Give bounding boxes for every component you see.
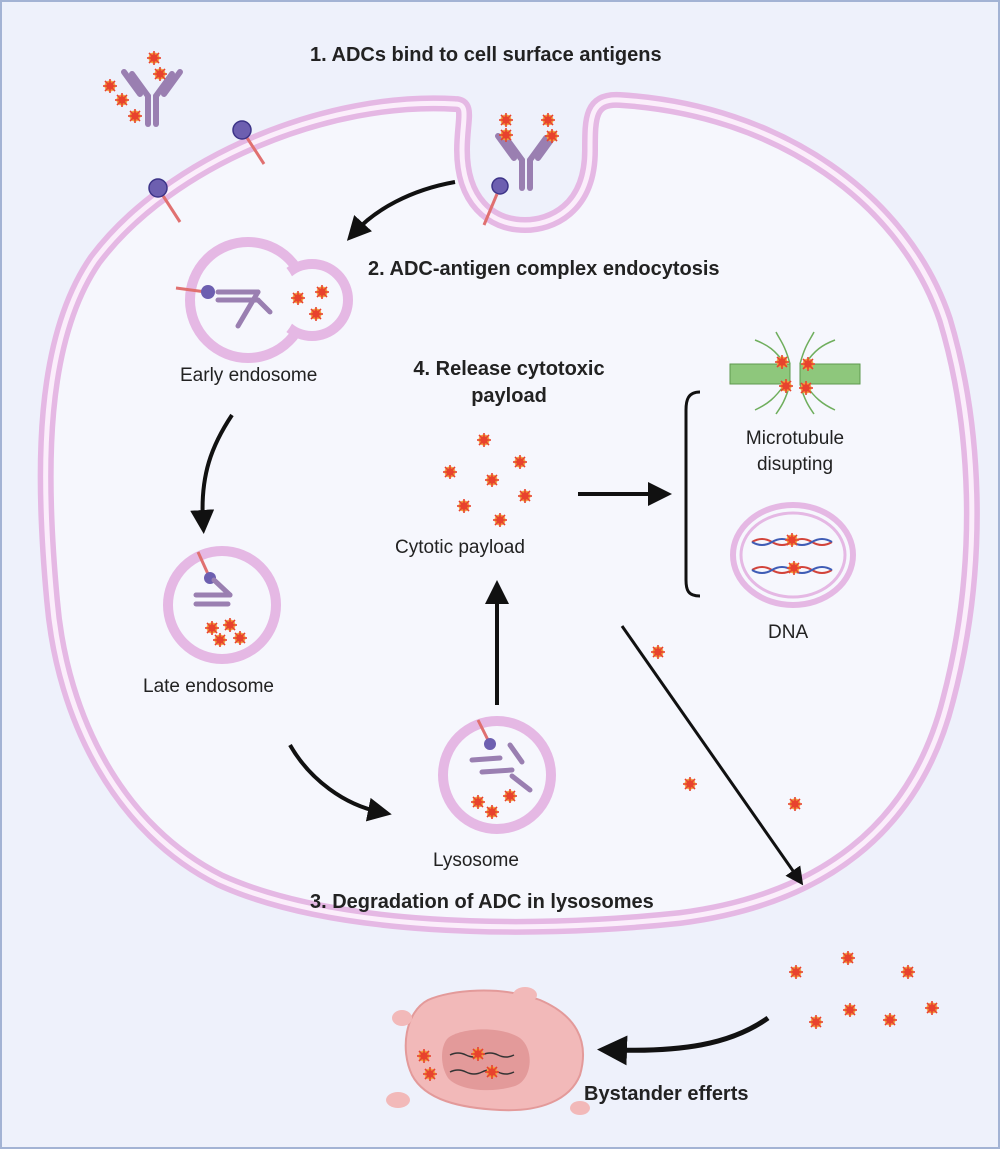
step1-label: 1. ADCs bind to cell surface antigens <box>310 44 662 66</box>
dna-label: DNA <box>768 622 809 643</box>
target-bracket <box>684 390 701 598</box>
microtubule-label: Microtubule disupting <box>705 428 885 476</box>
bound-adc <box>482 112 560 226</box>
step3-label: 3. Degradation of ADC in lysosomes <box>310 891 654 913</box>
microtubule-line1: Microtubule <box>745 428 845 449</box>
arrow-bystander <box>620 625 804 886</box>
bystander-label: Bystander efferts <box>584 1083 749 1105</box>
payload-star <box>650 644 666 660</box>
arrow-to-bystander-cell <box>597 1015 770 1066</box>
lysosome-label: Lysosome <box>433 850 519 871</box>
microtubule-icon <box>729 331 861 415</box>
late-endosome <box>163 546 281 664</box>
bystander-cell-icon <box>386 987 590 1115</box>
arrow-to-late-endosome <box>190 413 234 534</box>
arrow-endocytosis <box>346 180 456 241</box>
early-endosome <box>175 237 353 363</box>
dna-nucleus-icon <box>730 502 856 608</box>
step4-line2: payload <box>471 385 547 407</box>
late-endosome-label: Late endosome <box>143 676 274 697</box>
microtubule-line2: disupting <box>756 454 834 475</box>
step4-label: 4. Release cytotoxic payload <box>384 358 634 408</box>
payload-star <box>682 776 698 792</box>
arrow-to-lysosome <box>288 744 392 822</box>
early-endosome-label: Early endosome <box>180 365 318 386</box>
step4-line1: 4. Release cytotoxic <box>413 358 605 380</box>
step2-label: 2. ADC-antigen complex endocytosis <box>368 258 720 280</box>
cytotic-payload-label: Cytotic payload <box>395 537 525 558</box>
lysosome <box>438 716 556 834</box>
payload-star <box>787 796 803 812</box>
